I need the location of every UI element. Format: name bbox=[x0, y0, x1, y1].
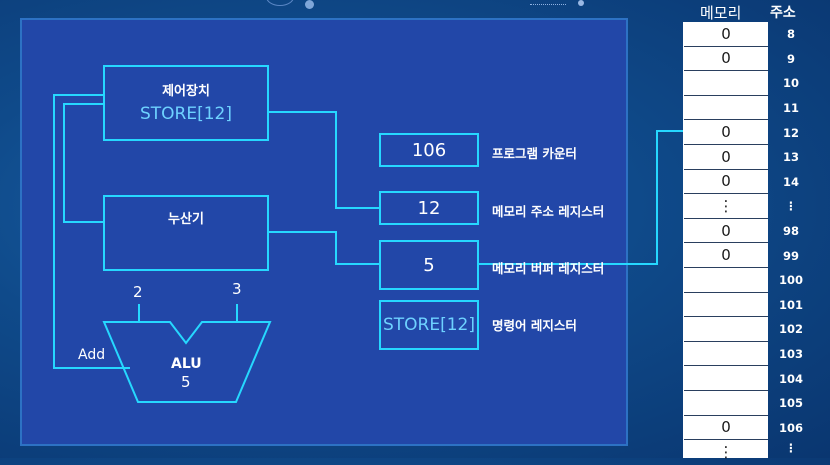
accumulator-box: 누산기 bbox=[103, 195, 269, 271]
memory-address: ⋮ bbox=[785, 199, 797, 214]
program-counter-value: 106 bbox=[411, 139, 447, 161]
memory-cell: 0 bbox=[684, 120, 768, 145]
memory-cell bbox=[684, 71, 768, 96]
memory-cell bbox=[684, 391, 768, 416]
memory-cell: 0 bbox=[684, 170, 768, 195]
memory-buffer-register-label: 메모리 버퍼 레지스터 bbox=[492, 261, 605, 276]
memory-address: 102 bbox=[778, 322, 803, 337]
memory-cell: ⋮ bbox=[718, 443, 734, 462]
memory-cell bbox=[684, 317, 768, 342]
memory-address-register-value: 12 bbox=[417, 197, 441, 219]
alu-result: 5 bbox=[181, 373, 191, 391]
memory-address: 104 bbox=[778, 371, 803, 386]
memory-address-register-label: 메모리 주소 레지스터 bbox=[492, 204, 605, 219]
accumulator-title: 누산기 bbox=[168, 212, 204, 227]
memory-cell: 0 bbox=[684, 145, 768, 170]
memory-address-register-box: 12 bbox=[379, 191, 479, 225]
memory-cell bbox=[684, 268, 768, 293]
memory-buffer-register-value: 5 bbox=[423, 254, 435, 276]
memory-cell: 0 bbox=[684, 47, 768, 72]
program-counter-box: 106 bbox=[379, 133, 479, 167]
memory-header: 메모리 bbox=[700, 4, 742, 22]
memory-address: 106 bbox=[778, 420, 803, 435]
memory-address: 100 bbox=[778, 273, 803, 288]
instruction-register-box: STORE[12] bbox=[379, 300, 479, 350]
address-header: 주소 bbox=[770, 5, 796, 21]
alu-shape bbox=[102, 321, 272, 403]
memory-address: 98 bbox=[782, 224, 799, 239]
control-unit-box: 제어장치 STORE[12] bbox=[103, 65, 269, 141]
memory-cell: 0 bbox=[684, 219, 768, 244]
memory-address: 14 bbox=[782, 174, 799, 189]
program-counter-label: 프로그램 카운터 bbox=[492, 146, 577, 161]
memory-address: 99 bbox=[782, 248, 799, 263]
memory-cell: 0 bbox=[684, 243, 768, 268]
memory-buffer-register-box: 5 bbox=[379, 240, 479, 290]
memory-cell: 0 bbox=[684, 22, 768, 47]
memory-address: 12 bbox=[782, 125, 799, 140]
decorative-dot-top bbox=[305, 0, 314, 9]
memory-address: 105 bbox=[778, 396, 803, 411]
memory-cell bbox=[684, 342, 768, 367]
alu-input-a: 2 bbox=[133, 283, 143, 301]
alu-operation-label: Add bbox=[78, 347, 106, 363]
memory-cell bbox=[684, 96, 768, 121]
memory-address: ⋮ bbox=[785, 441, 797, 455]
memory-address: 101 bbox=[778, 297, 803, 312]
memory-address: 11 bbox=[782, 101, 799, 116]
control-unit-title: 제어장치 bbox=[162, 84, 210, 99]
memory-address: 9 bbox=[786, 51, 795, 66]
memory-cell: ⋮ bbox=[684, 194, 768, 219]
decorative-dotted-line-top bbox=[530, 4, 566, 5]
memory-address: 13 bbox=[782, 150, 799, 165]
instruction-register-label: 명령어 레지스터 bbox=[492, 318, 577, 333]
decorative-dot-top-right bbox=[578, 0, 584, 6]
memory-cell bbox=[684, 366, 768, 391]
memory-address: 103 bbox=[778, 347, 803, 362]
memory-cell: 0 bbox=[684, 416, 768, 441]
memory-address: 8 bbox=[786, 27, 795, 42]
memory-column: 0 0 0 0 0 ⋮ 0 0 0 ⋮ bbox=[683, 22, 768, 461]
alu-title: ALU bbox=[171, 356, 202, 372]
alu-input-b: 3 bbox=[232, 280, 242, 298]
instruction-register-value: STORE[12] bbox=[382, 315, 475, 335]
control-unit-instruction: STORE[12] bbox=[139, 104, 232, 124]
memory-cell bbox=[684, 293, 768, 318]
memory-address: 10 bbox=[782, 76, 799, 91]
